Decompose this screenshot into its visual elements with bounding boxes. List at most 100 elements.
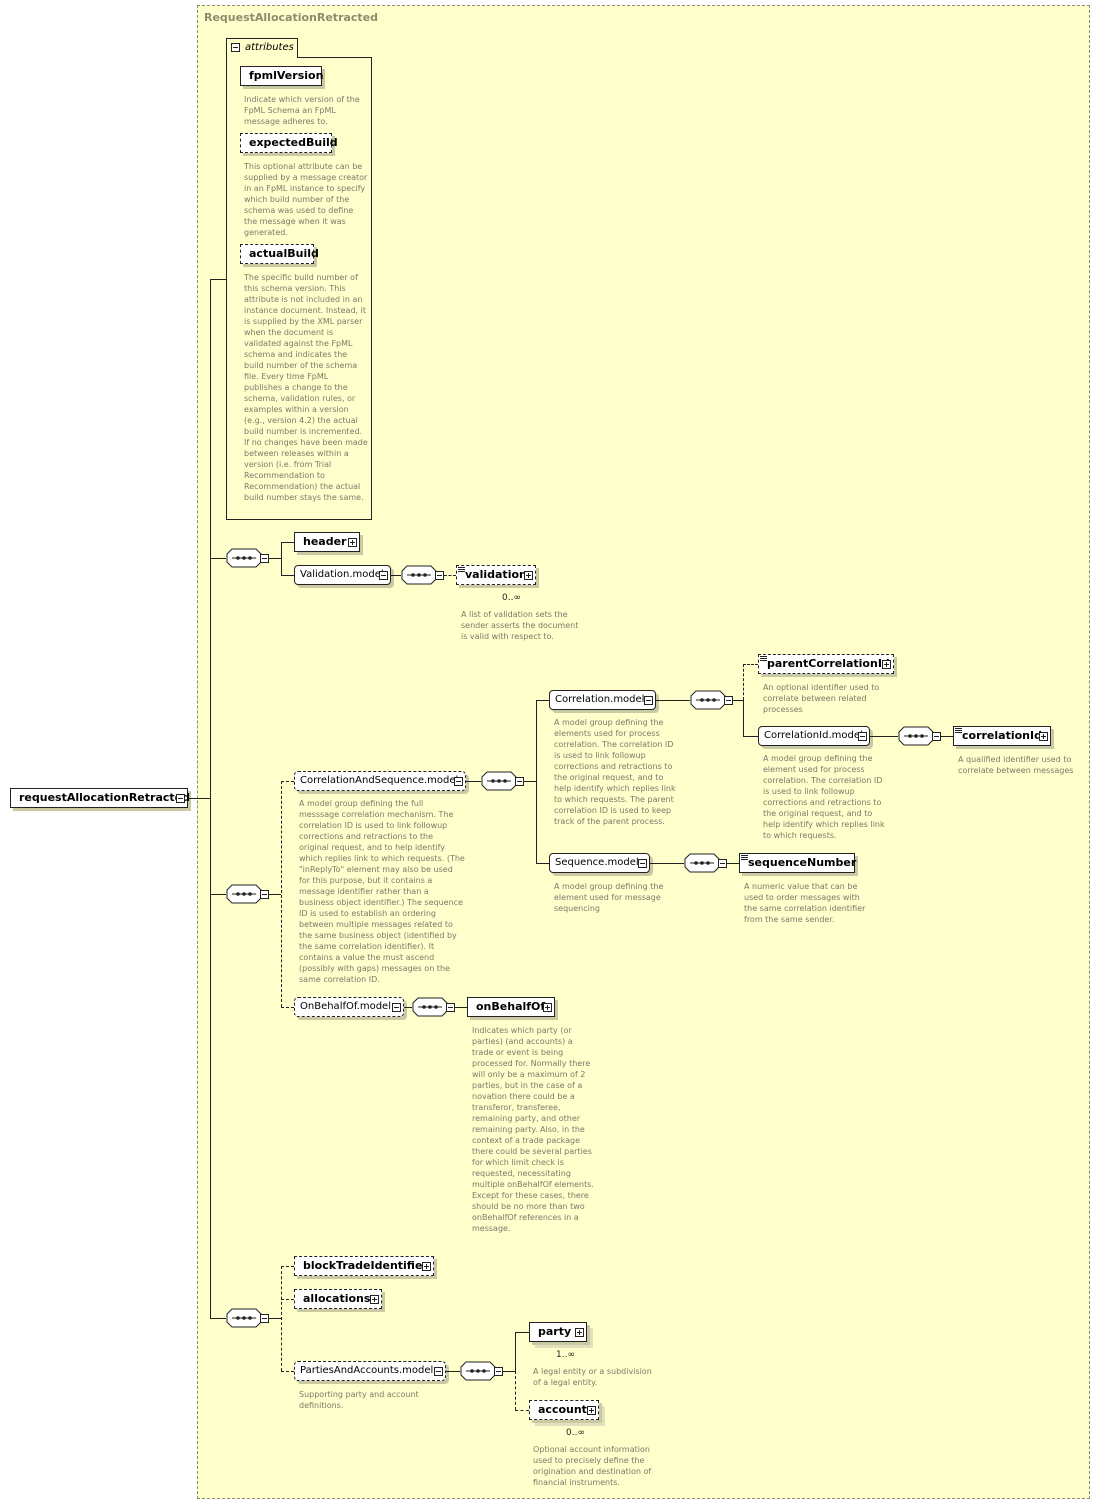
expand-icon[interactable] [524,571,533,580]
connector [281,542,282,575]
connector [446,1371,460,1372]
collapse-icon[interactable] [454,777,463,786]
sequence-compositor[interactable] [898,726,934,746]
attributes-tab-label: attributes [245,42,294,53]
account-element[interactable]: account [529,1400,599,1420]
lines-icon [741,854,748,861]
connector [656,700,690,701]
correlation-and-sequence-model-group[interactable]: CorrelationAndSequence.model [294,771,466,791]
collapse-icon[interactable] [379,571,388,580]
connector [281,1299,294,1300]
expand-icon[interactable] [882,660,891,669]
sequence-compositor[interactable] [684,853,720,873]
attribute-fpmlversion-doc: Indicate which version of the FpML Schem… [244,95,360,126]
connector [391,575,401,576]
on-behalf-of-model-group[interactable]: OnBehalfOf.model [294,997,404,1017]
connector [281,575,294,576]
sequence-compositor[interactable] [226,884,262,904]
connector [536,700,549,701]
attribute-actualbuild[interactable]: actualBuild [240,244,319,264]
collapse-icon[interactable] [260,1314,269,1323]
sequence-model-doc: A model group defining the element used … [554,882,664,913]
correlation-model-group[interactable]: Correlation.model [549,690,656,710]
connector [281,781,294,782]
connector [210,279,226,280]
connector [281,781,282,1007]
connector [743,700,744,736]
root-element[interactable]: requestAllocationRetracted [10,788,190,808]
collapse-icon[interactable] [494,1367,503,1376]
collapse-icon[interactable] [718,859,727,868]
validation-element[interactable]: validation [456,565,536,585]
parties-and-accounts-model-doc: Supporting party and account definitions… [299,1390,419,1410]
sequence-compositor[interactable] [226,1308,262,1328]
account-cardinality: 0..∞ [566,1428,585,1438]
collapse-icon[interactable] [724,696,733,705]
party-element[interactable]: party [529,1322,587,1342]
validation-model-group[interactable]: Validation.model [294,565,391,585]
sequence-number-element[interactable]: sequenceNumber [739,853,856,873]
collapse-icon[interactable] [392,1003,401,1012]
collapse-icon[interactable] [858,732,867,741]
complex-type-title: RequestAllocationRetracted [204,11,379,24]
block-trade-identifier-element[interactable]: blockTradeIdentifier [294,1256,434,1276]
connector [650,863,684,864]
lines-icon [760,655,767,662]
sequence-compositor[interactable] [690,690,726,710]
on-behalf-of-element[interactable]: onBehalfOf [467,997,555,1017]
correlation-id-element[interactable]: correlationId [953,726,1051,746]
correlation-id-model-group[interactable]: CorrelationId.model [758,726,870,746]
connector [503,1371,515,1372]
connector [515,1410,529,1411]
sequence-compositor[interactable] [460,1361,496,1381]
connector [210,279,211,1318]
party-cardinality: 1..∞ [556,1350,575,1360]
sequence-compositor[interactable] [481,771,517,791]
connector [281,1371,294,1372]
collapse-icon[interactable] [644,696,653,705]
expand-icon[interactable] [422,1262,431,1271]
connector [269,894,281,895]
connector [210,1318,226,1319]
expand-icon[interactable] [543,1003,552,1012]
connector [210,894,226,895]
expand-icon[interactable] [370,1295,379,1304]
lines-icon [955,727,962,734]
expand-icon[interactable] [1039,732,1048,741]
collapse-icon[interactable] [515,777,524,786]
attribute-expectedbuild[interactable]: expectedBuild [240,133,338,153]
expand-icon[interactable] [587,1406,596,1415]
connector [466,781,481,782]
collapse-icon[interactable] [446,1003,455,1012]
allocations-element[interactable]: allocations [294,1289,382,1309]
collapse-icon[interactable] [434,1367,443,1376]
sequence-model-group[interactable]: Sequence.model [549,853,650,873]
collapse-icon[interactable] [638,859,647,868]
connector [536,863,549,864]
attribute-fpmlversion[interactable]: fpmlVersion [240,66,323,86]
collapse-icon[interactable] [260,890,269,899]
sequence-compositor[interactable] [401,565,437,585]
correlation-and-sequence-model-doc: A model group defining the full messsage… [299,799,465,984]
parties-and-accounts-model-group[interactable]: PartiesAndAccounts.model [294,1361,446,1381]
connector [743,664,758,665]
collapse-icon[interactable] [176,794,185,803]
connector [269,558,281,559]
attributes-tab[interactable]: attributes [226,38,298,58]
correlation-id-model-doc: A model group defining the element used … [763,754,885,840]
expand-icon[interactable] [348,538,357,547]
parent-correlation-id-doc: An optional identifier used to correlate… [763,683,880,714]
parent-correlation-id-element[interactable]: parentCorrelationId [758,654,894,674]
account-doc: Optional account information used to pre… [533,1445,652,1487]
collapse-icon[interactable] [435,571,444,580]
collapse-icon[interactable] [260,554,269,563]
collapse-icon[interactable] [231,43,240,52]
sequence-compositor[interactable] [226,548,262,568]
header-element[interactable]: header [294,532,360,552]
connector [444,575,456,576]
expand-icon[interactable] [575,1328,584,1337]
collapse-icon[interactable] [932,732,941,741]
on-behalf-of-doc: Indicates which party (or parties) (and … [472,1026,594,1233]
sequence-compositor[interactable] [412,997,448,1017]
